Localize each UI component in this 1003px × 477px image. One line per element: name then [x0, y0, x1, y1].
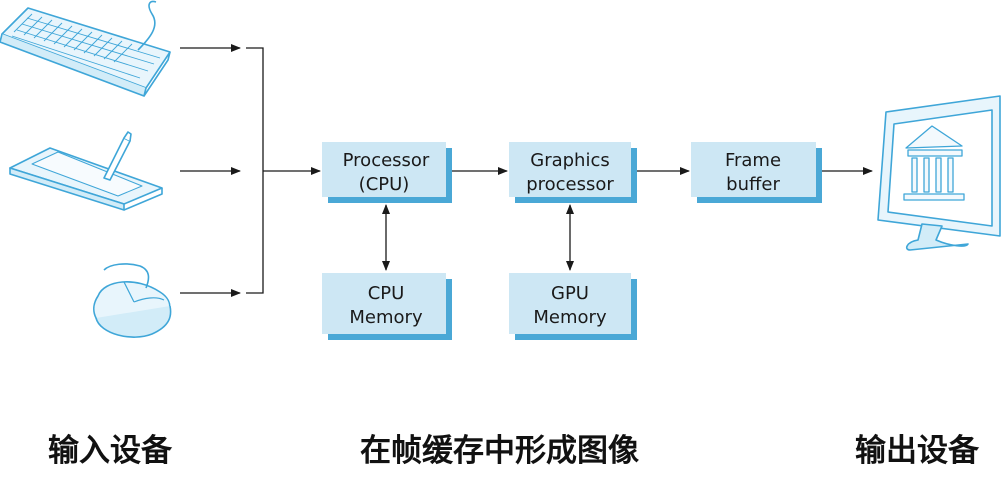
graphics-label-1: Graphics	[530, 150, 610, 171]
frame-label-1: Frame	[725, 150, 781, 171]
bus-line	[246, 47, 264, 294]
input-bus	[180, 44, 321, 297]
graphics-processor-box: Graphics processor	[509, 142, 637, 203]
monitor-icon	[877, 95, 1001, 251]
processor-label-2: (CPU)	[359, 174, 410, 195]
gpu-memory-label-2: Memory	[533, 307, 607, 328]
processor-box: Processor (CPU)	[322, 142, 452, 203]
frame-buffer-box: Frame buffer	[691, 142, 822, 203]
cpu-memory-label-2: Memory	[349, 307, 423, 328]
output-devices-caption: 输出设备	[855, 433, 979, 469]
framebuffer-caption: 在帧缓存中形成图像	[360, 433, 639, 469]
graphics-label-2: processor	[526, 174, 614, 195]
gpu-memory-label-1: GPU	[551, 283, 589, 304]
input-devices-caption: 输入设备	[48, 433, 172, 469]
frame-label-2: buffer	[726, 174, 780, 195]
keyboard-icon	[0, 0, 171, 97]
tablet-icon	[9, 131, 163, 211]
cpu-memory-box: CPU Memory	[322, 273, 452, 340]
processor-label-1: Processor	[343, 150, 430, 171]
mouse-icon	[93, 263, 172, 338]
gpu-memory-box: GPU Memory	[509, 273, 637, 340]
cpu-memory-label-1: CPU	[368, 283, 405, 304]
